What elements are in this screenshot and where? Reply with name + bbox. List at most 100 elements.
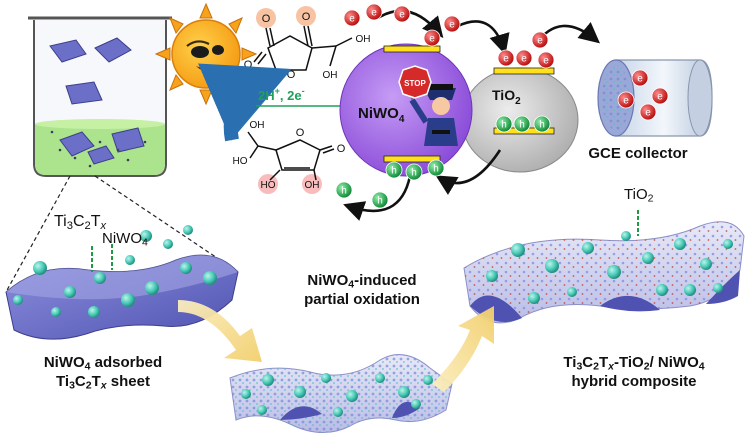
svg-text:e: e: [521, 54, 527, 65]
electron: e: [393, 5, 411, 23]
oxygen-label: O: [287, 69, 296, 81]
niwo4-sphere: [642, 252, 654, 264]
process-arrow-left: [178, 300, 262, 362]
ti3c2tx-tio2-sheet-right: [463, 221, 745, 324]
hydroxyl-label: OH: [250, 120, 265, 131]
oxygen-label: O: [262, 13, 271, 25]
hole: h: [371, 191, 389, 209]
niwo4-sphere: [121, 293, 135, 307]
hydroxyl-left-label: HO: [233, 156, 248, 167]
svg-text:e: e: [399, 10, 405, 21]
niwo4-sphere: [262, 374, 274, 386]
tio2-surface-label: TiO2: [624, 186, 654, 205]
niwo4-sphere: [621, 231, 631, 241]
niwo4-sphere: [140, 230, 152, 242]
niwo4-sphere: [145, 281, 159, 295]
niwo4-adsorbed-label: NiWO4 adsorbed Ti3C2Tx sheet: [43, 354, 163, 392]
niwo4-sphere: [64, 286, 76, 298]
hole: h: [335, 181, 353, 199]
oxygen-label: O: [302, 11, 311, 23]
niwo4-sphere: [321, 373, 331, 383]
niwo4-sphere: [33, 261, 47, 275]
niwo4-sphere: [180, 262, 192, 274]
hole: h: [427, 159, 445, 177]
svg-text:e: e: [349, 14, 355, 25]
induced-oxidation-label: NiWO4-induced partial oxidation: [304, 272, 420, 308]
niwo4-sphere: [713, 283, 723, 293]
niwo4-sphere: [567, 287, 577, 297]
dehydroascorbic-acid-structure: O O O O OH OH: [244, 6, 371, 81]
svg-text:h: h: [341, 186, 347, 197]
niwo4-sphere: [241, 389, 251, 399]
niwo4-sphere: [163, 239, 173, 249]
hydroxyl-label: OH: [356, 34, 371, 45]
niwo4-sphere: [88, 306, 100, 318]
electron: e: [515, 49, 533, 67]
hole: h: [385, 161, 403, 179]
reaction-label: 2H+, 2e-: [258, 86, 305, 103]
svg-text:h: h: [391, 166, 397, 177]
niwo4-sphere: [13, 295, 23, 305]
niwo4-sphere: [528, 292, 540, 304]
niwo4-sphere: [346, 390, 358, 402]
niwo4-spheres-middle: [241, 373, 433, 417]
gce-collector-label: GCE collector: [588, 145, 687, 162]
ti3c2tx-sheet-middle: [229, 354, 453, 434]
blue-conversion-arrow: [197, 63, 292, 142]
niwo4-sphere: [94, 272, 106, 284]
beaker: [28, 16, 172, 177]
svg-text:e: e: [645, 108, 651, 119]
hybrid-composite-label: Ti3C2Tx-TiO2/ NiWO4 hybrid composite: [563, 354, 705, 390]
electron: e: [497, 49, 515, 67]
svg-text:h: h: [539, 120, 545, 131]
niwo4-sphere: [723, 239, 733, 249]
svg-text:e: e: [449, 20, 455, 31]
niwo4-sphere: [125, 255, 135, 265]
electron: e: [639, 103, 657, 121]
svg-text:e: e: [537, 36, 543, 47]
svg-text:h: h: [411, 168, 417, 179]
electron: e: [631, 69, 649, 87]
niwo4-sphere: [674, 238, 686, 250]
police-officer-icon: STOP: [398, 65, 458, 146]
oxygen-label: O: [244, 59, 253, 71]
niwo4-sphere: [411, 399, 421, 409]
electron: e: [617, 91, 635, 109]
niwo4-sphere: [656, 284, 668, 296]
niwo4-sphere: [700, 258, 712, 270]
beaker-particles: [50, 130, 147, 168]
tio2-conduction-band: [493, 67, 555, 75]
svg-text:e: e: [429, 34, 435, 45]
svg-text:e: e: [657, 92, 663, 103]
niwo4-conduction-band: [383, 45, 441, 53]
niwo4-sphere: [684, 284, 696, 296]
niwo4-sphere: [398, 386, 410, 398]
tio2-sphere-label: TiO2: [492, 87, 521, 107]
hydroxyl-label: OH: [305, 180, 320, 191]
svg-text:e: e: [543, 56, 549, 67]
hole: h: [405, 163, 423, 181]
zoom-line-left: [5, 175, 71, 293]
niwo4-sphere: [375, 373, 385, 383]
oxygen-label: O: [337, 143, 346, 155]
svg-text:e: e: [371, 8, 377, 19]
svg-text:e: e: [637, 74, 643, 85]
niwo4-sphere: [486, 270, 498, 282]
niwo4-sphere: [294, 386, 306, 398]
process-arrow-right: [432, 306, 494, 392]
niwo4-spheres-left: [13, 225, 217, 318]
ascorbic-acid-structure: O O OH HO HO OH: [233, 120, 346, 194]
electron: e: [537, 51, 555, 69]
niwo4-sphere: [511, 243, 525, 257]
electron: e: [531, 31, 549, 49]
niwo4-sphere: [203, 271, 217, 285]
zoom-line-right: [94, 175, 239, 273]
electron: e: [443, 15, 461, 33]
beaker-sheet-flakes: [49, 37, 145, 165]
hydroxyl-left-label: HO: [261, 180, 276, 191]
hole: h: [513, 115, 531, 133]
niwo4-surface-label: NiWO4: [102, 230, 148, 249]
